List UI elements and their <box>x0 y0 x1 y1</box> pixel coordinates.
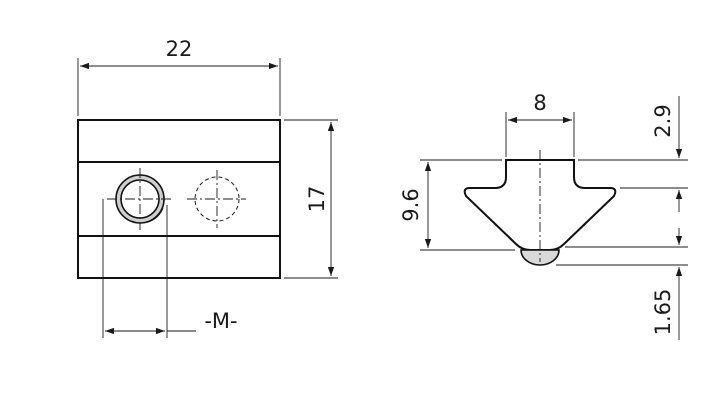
spring-ball <box>520 249 560 266</box>
top-height-dimension-label: 2.9 <box>651 104 675 137</box>
height-dimension-label: 17 <box>305 186 329 213</box>
ball-dimension: 1.65 <box>556 228 688 340</box>
threaded-hole <box>107 168 174 230</box>
top-width-dimension: 8 <box>505 91 575 157</box>
threaded-hole-thread-arc <box>131 207 164 224</box>
top-width-dimension-label: 8 <box>533 91 546 115</box>
total-height-dimension: 9.6 <box>399 159 515 251</box>
total-height-dimension-label: 9.6 <box>399 188 423 221</box>
height-dimension: 17 <box>284 119 338 279</box>
thread-dimension-label: -M- <box>204 309 237 333</box>
front-view: 22 17 -M- <box>77 37 338 338</box>
ball-dimension-label: 1.65 <box>651 289 675 336</box>
width-dimension: 22 <box>77 37 281 116</box>
top-height-dimension: 2.9 <box>578 96 688 212</box>
alternate-hole-position <box>187 170 246 228</box>
thread-dimension: -M- <box>102 199 238 338</box>
side-view: 8 2.9 9.6 1.65 <box>399 91 688 340</box>
width-dimension-label: 22 <box>166 37 193 61</box>
alternate-hole-outline <box>194 176 240 222</box>
